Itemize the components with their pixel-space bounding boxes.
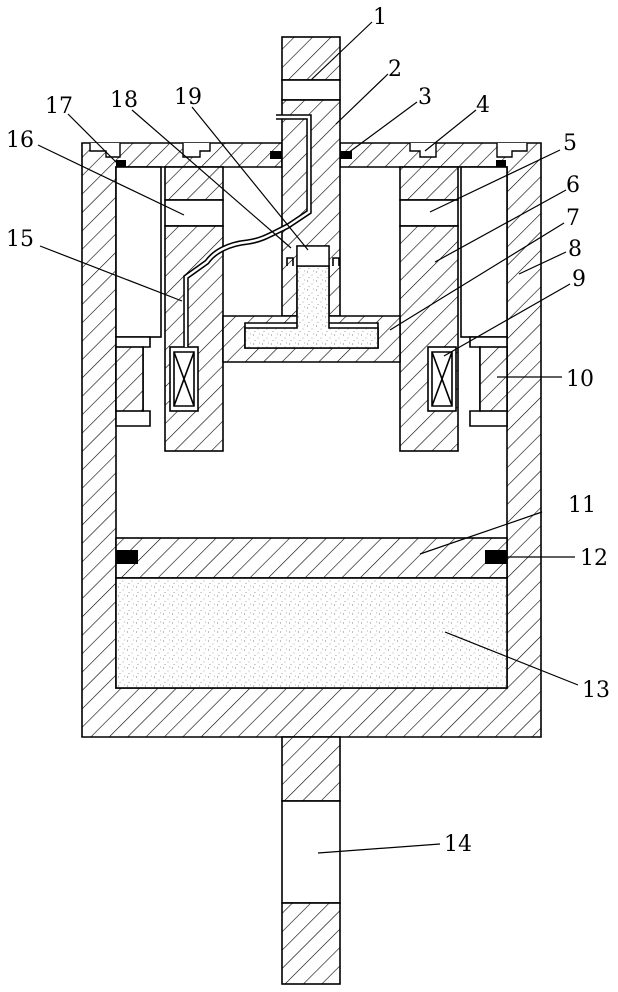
label-9: 9 (572, 267, 586, 292)
right-inner-assembly (400, 167, 507, 451)
t-valve-body (245, 266, 378, 348)
rod-top-blank (282, 80, 340, 100)
label-13: 13 (582, 678, 610, 703)
piston-seal-right (485, 550, 507, 564)
label-18: 18 (110, 88, 138, 113)
label-17: 17 (45, 94, 73, 119)
label-3: 3 (418, 85, 432, 110)
seal-top-left (270, 151, 282, 159)
left-inner-assembly (116, 167, 223, 451)
label-8: 8 (568, 237, 582, 262)
left-magnet (116, 347, 143, 411)
label-5: 5 (563, 131, 577, 156)
valve-head (297, 246, 329, 266)
seal-corner-right (496, 160, 506, 167)
seal-top-right (340, 151, 352, 159)
right-sleeve-upper (400, 167, 458, 200)
left-sleeve-upper (165, 167, 223, 200)
label-19: 19 (174, 85, 202, 110)
label-16: 16 (6, 128, 34, 153)
right-magnet (480, 347, 507, 411)
label-11: 11 (568, 493, 596, 518)
left-sleeve-lower (165, 226, 223, 451)
rod-top-hatched (282, 37, 340, 80)
label-4: 4 (476, 93, 490, 118)
label-14: 14 (444, 832, 472, 857)
right-sleeve-lower (400, 226, 458, 451)
label-7: 7 (566, 206, 580, 231)
lower-rod (282, 737, 340, 984)
label-15: 15 (6, 227, 34, 252)
left-sleeve-gap (165, 200, 223, 226)
label-1: 1 (373, 5, 387, 30)
piston-seal-left (116, 550, 138, 564)
label-2: 2 (388, 57, 402, 82)
right-sleeve-gap (400, 200, 458, 226)
label-6: 6 (566, 173, 580, 198)
label-12: 12 (580, 546, 608, 571)
label-10: 10 (566, 367, 594, 392)
